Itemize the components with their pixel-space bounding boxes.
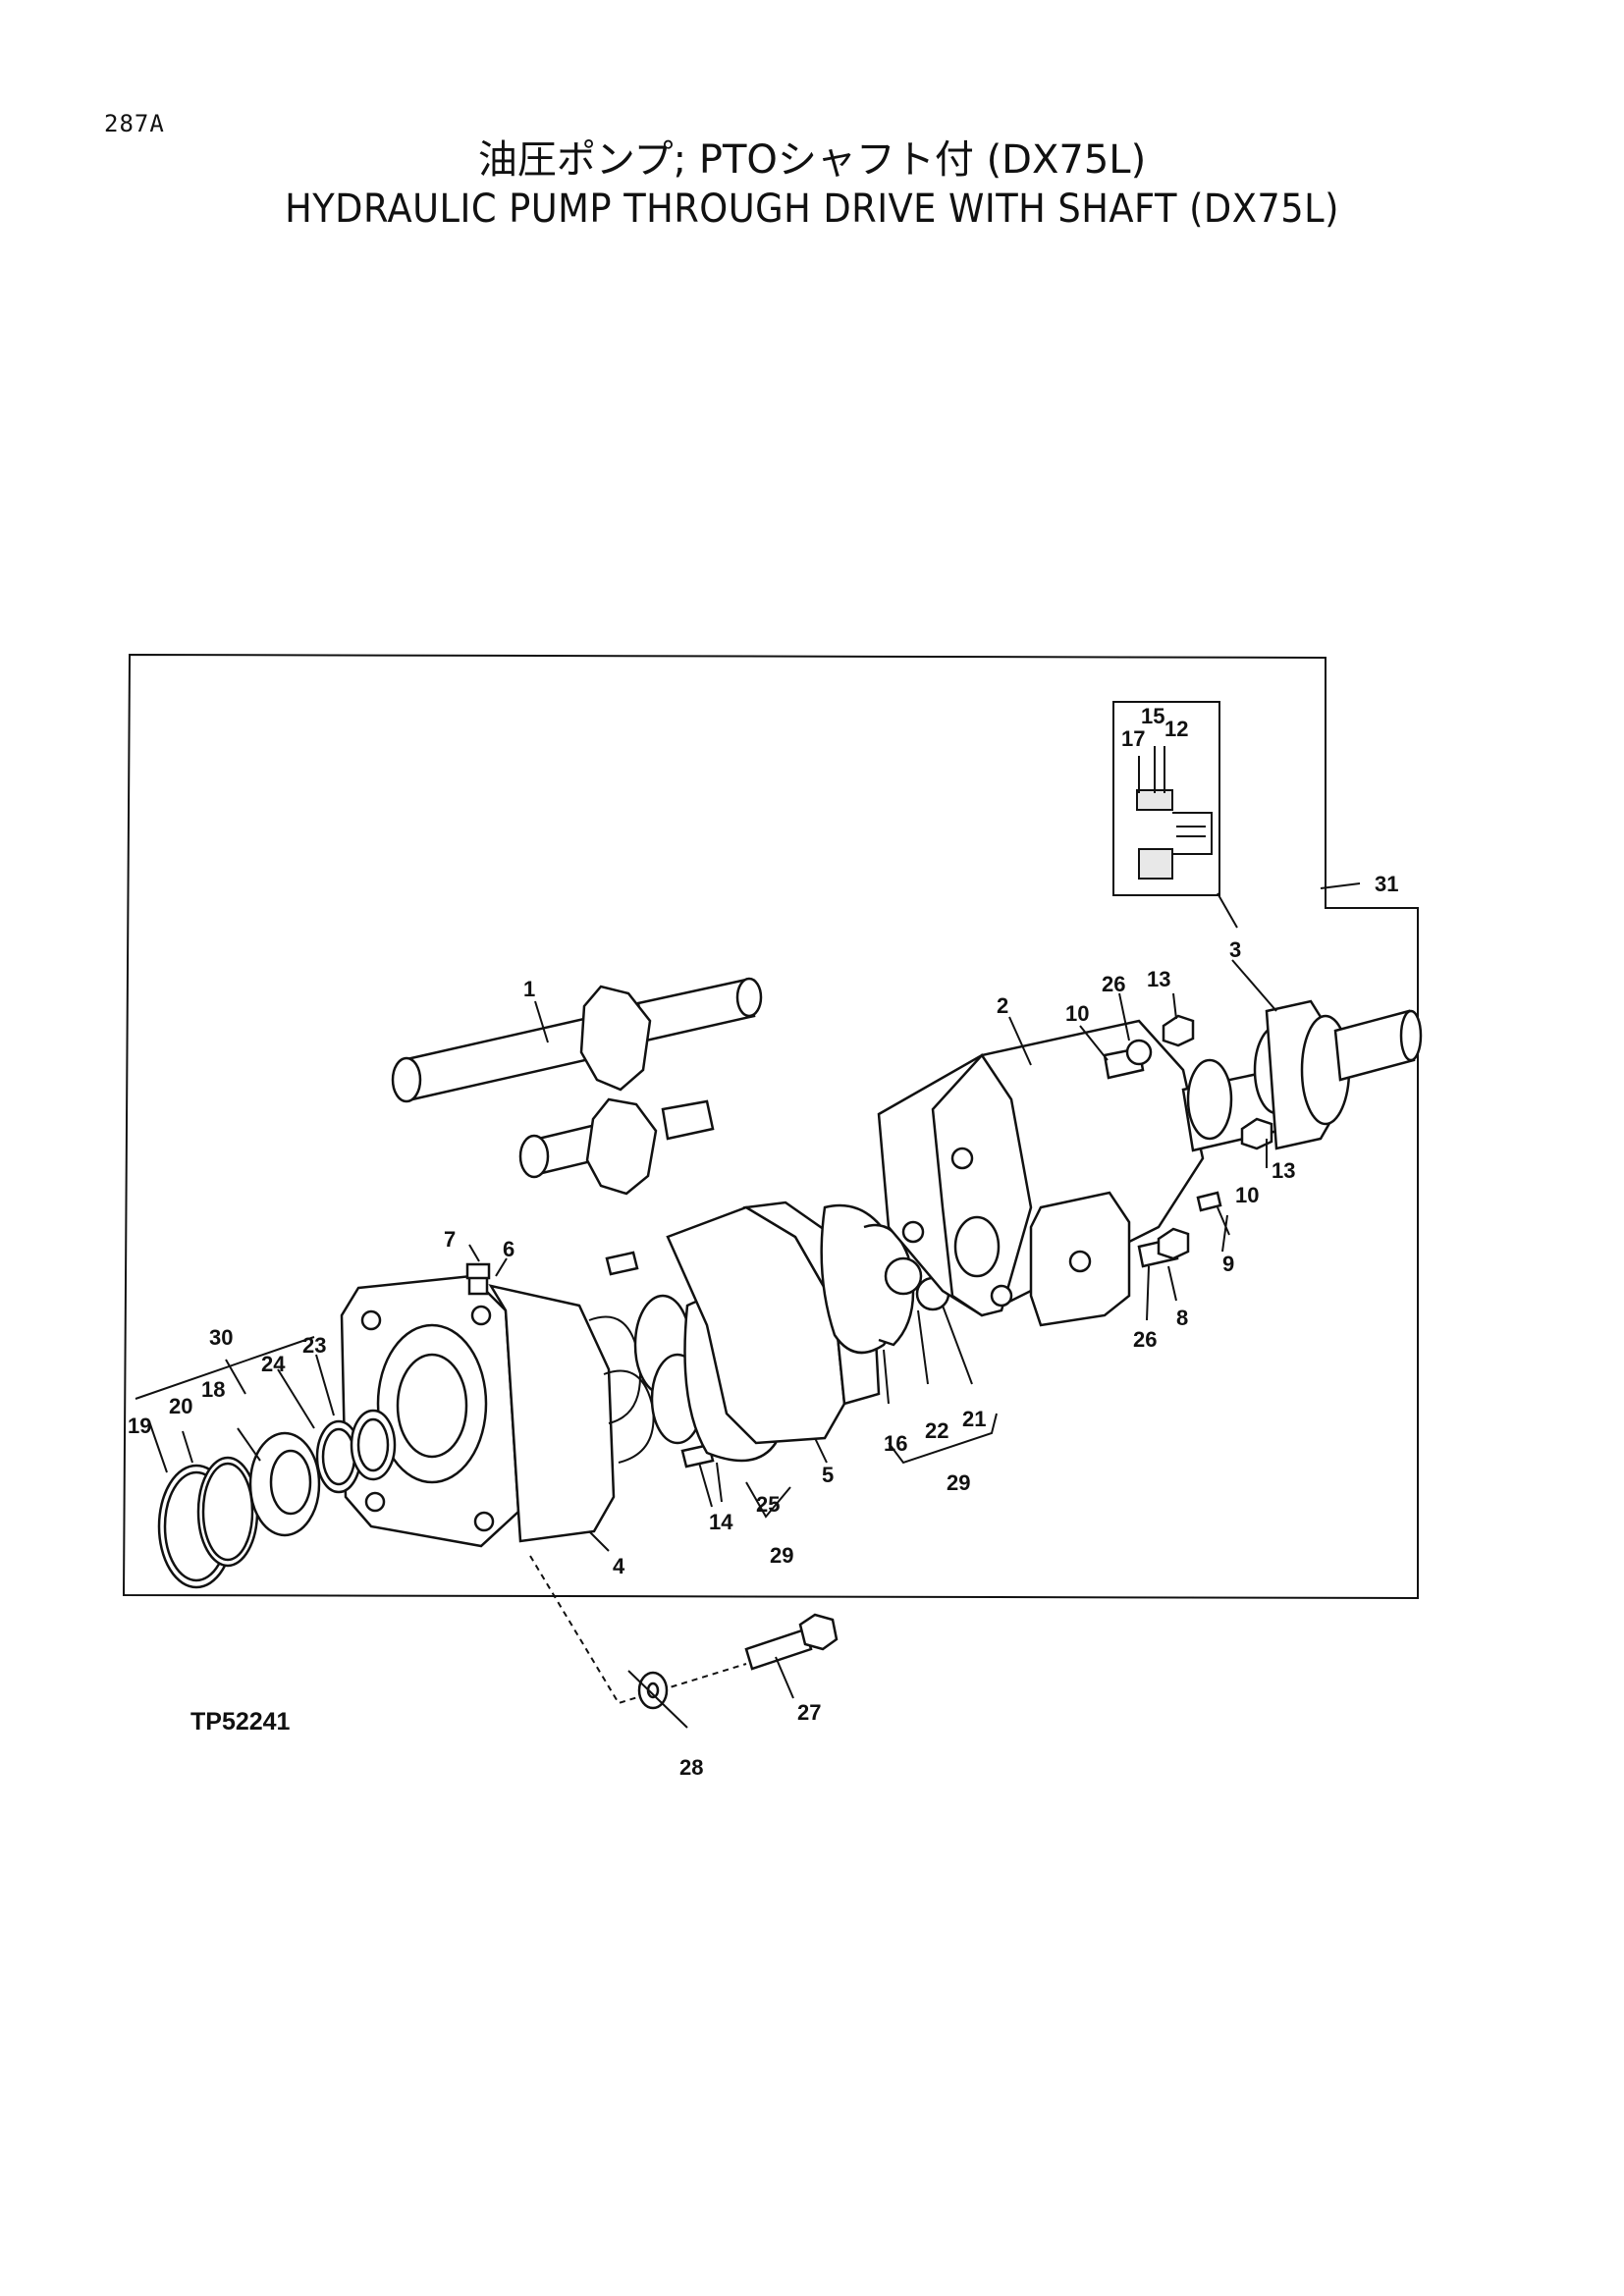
- front-flange-housing: [340, 1274, 616, 1548]
- callout-23: 23: [302, 1333, 326, 1358]
- callout-2: 2: [997, 993, 1008, 1018]
- callout-29b: 29: [947, 1470, 970, 1495]
- callout-13b: 13: [1272, 1158, 1295, 1183]
- callout-18: 18: [201, 1377, 225, 1402]
- callout-10b: 10: [1235, 1183, 1259, 1207]
- callout-24: 24: [261, 1352, 286, 1376]
- callout-17: 17: [1121, 726, 1145, 751]
- callout-21: 21: [962, 1407, 986, 1431]
- title-english: HYDRAULIC PUMP THROUGH DRIVE WITH SHAFT …: [285, 187, 1339, 232]
- callout-29a: 29: [770, 1543, 793, 1568]
- callout-10a: 10: [1065, 1001, 1089, 1026]
- callout-13a: 13: [1147, 967, 1170, 991]
- page-number: 287A: [104, 110, 165, 137]
- callout-15: 15: [1141, 704, 1164, 728]
- gasket-and-body: [666, 1201, 881, 1463]
- callout-22: 22: [925, 1418, 948, 1443]
- callout-25: 25: [756, 1492, 780, 1517]
- bolts-nuts: [1103, 1014, 1273, 1268]
- seal-rings: [157, 1409, 397, 1589]
- callout-26a: 26: [1102, 972, 1125, 996]
- callout-1: 1: [523, 977, 535, 1001]
- callout-8: 8: [1176, 1306, 1188, 1330]
- callout-9: 9: [1222, 1252, 1234, 1276]
- callout-7: 7: [444, 1227, 456, 1252]
- callout-5: 5: [822, 1463, 834, 1487]
- title-japanese: 油圧ポンプ; PTOシャフト付 (DX75L): [477, 137, 1147, 183]
- shaft-gear-assembly: [391, 977, 763, 1196]
- callout-numbers: 1 2 3 4 5 6 7 8 9 10 10 12 13 13 14 15 1…: [128, 704, 1398, 1780]
- leader-lines: [135, 882, 1361, 1729]
- drawing-code: TP52241: [190, 1708, 291, 1735]
- callout-3: 3: [1229, 937, 1241, 962]
- fitting-cap: [465, 1262, 491, 1280]
- callout-31: 31: [1375, 872, 1398, 896]
- inset-detail-box: [1112, 701, 1220, 896]
- callout-14: 14: [709, 1510, 733, 1534]
- main-pump-body: [877, 1019, 1205, 1327]
- callout-26b: 26: [1133, 1327, 1157, 1352]
- diagram-frame: [122, 653, 1419, 1600]
- callout-12: 12: [1164, 717, 1188, 741]
- callout-27: 27: [797, 1700, 821, 1725]
- callout-6: 6: [503, 1237, 514, 1261]
- mounting-bolt-washer: [529, 1555, 839, 1710]
- callout-20: 20: [169, 1394, 192, 1418]
- dowel-pin-upper: [605, 1251, 639, 1276]
- callout-19: 19: [128, 1414, 151, 1438]
- callout-30: 30: [209, 1325, 233, 1350]
- rear-drive-shaft: [1181, 999, 1423, 1152]
- callout-16: 16: [884, 1431, 907, 1456]
- callout-4: 4: [613, 1554, 625, 1578]
- callout-28: 28: [679, 1755, 703, 1780]
